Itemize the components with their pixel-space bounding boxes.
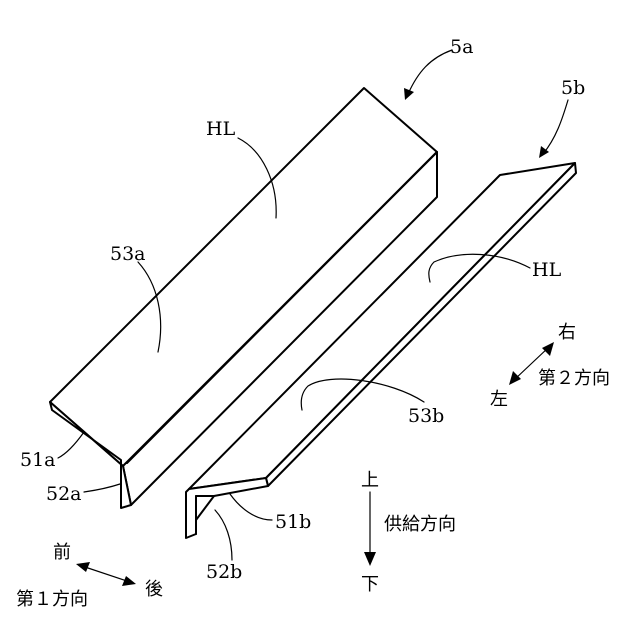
leader-52b xyxy=(215,510,232,560)
first-direction-head-back xyxy=(122,576,136,586)
label-5a: 5a xyxy=(450,36,473,58)
label-hl-b: HL xyxy=(532,259,562,281)
label-hl-a: HL xyxy=(206,118,236,140)
first-direction-head-front xyxy=(76,562,90,572)
label-53b: 53b xyxy=(408,405,444,427)
label-up: 上 xyxy=(361,470,379,491)
leader-5a xyxy=(408,50,452,94)
supply-direction-head xyxy=(364,552,376,566)
label-52a: 52a xyxy=(46,483,82,505)
label-51b: 51b xyxy=(275,511,311,533)
first-direction-shaft xyxy=(82,566,130,582)
leader-51a xyxy=(58,432,84,458)
leader-52a xyxy=(84,484,120,492)
label-second-direction: 第２方向 xyxy=(538,368,610,389)
label-back: 後 xyxy=(145,579,163,600)
label-first-direction: 第１方向 xyxy=(16,589,88,610)
face-53a xyxy=(50,88,437,466)
label-right: 右 xyxy=(558,322,576,343)
label-52b: 52b xyxy=(206,561,242,583)
leader-5b xyxy=(543,100,568,154)
label-down: 下 xyxy=(361,574,379,595)
second-direction-head-left xyxy=(509,371,521,385)
label-supply-direction: 供給方向 xyxy=(384,514,456,535)
leader-51b xyxy=(230,494,272,520)
label-left: 左 xyxy=(490,389,508,410)
label-5b: 5b xyxy=(561,77,585,99)
label-53a: 53a xyxy=(110,243,146,265)
label-51a: 51a xyxy=(20,449,56,471)
arrowhead-5a xyxy=(404,88,414,100)
second-direction-head-right xyxy=(542,342,554,356)
label-front: 前 xyxy=(53,542,71,563)
